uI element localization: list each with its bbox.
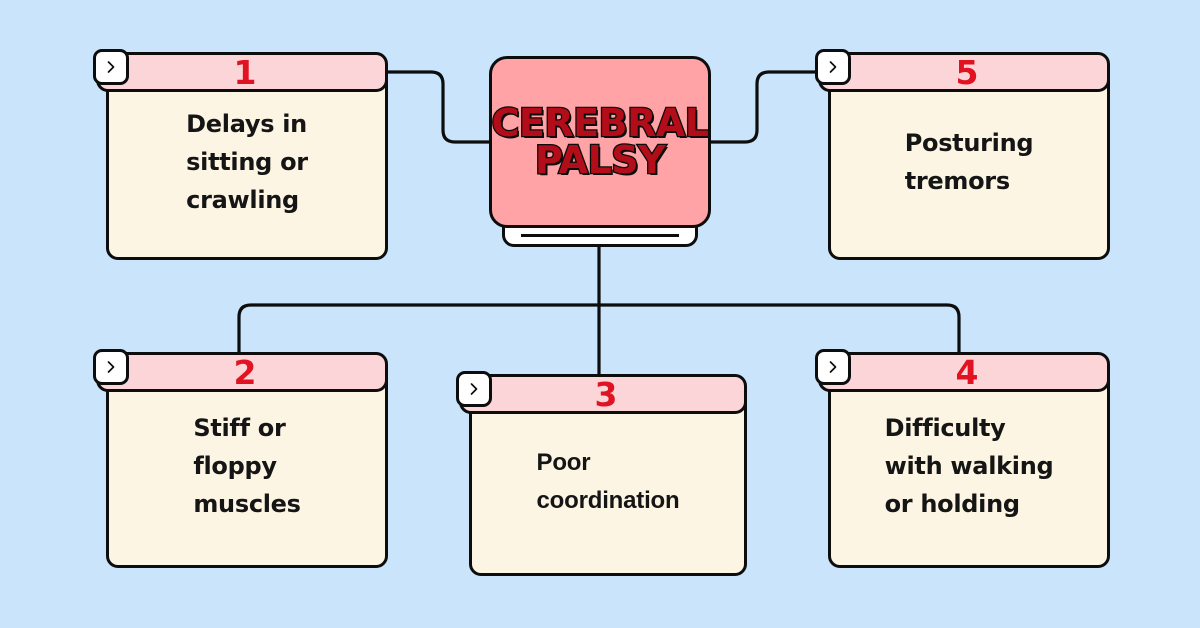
central-node-box[interactable]: CEREBRAL PALSY (489, 56, 711, 228)
connector-junction-to-card-4 (599, 303, 961, 352)
card-2-header[interactable]: 2 (96, 352, 388, 392)
chevron-right-icon[interactable] (456, 371, 492, 407)
central-node-title: CEREBRAL PALSY (490, 100, 710, 182)
chevron-right-icon[interactable] (93, 49, 129, 85)
chevron-right-icon[interactable] (815, 49, 851, 85)
card-2-text: Stiff or floppy muscles (193, 414, 301, 518)
card-4-number: 4 (955, 352, 979, 392)
card-1[interactable]: Delays in sitting or crawling 1 (93, 49, 388, 260)
card-3-text: Poor coordination (536, 449, 680, 514)
central-node[interactable]: CEREBRAL PALSY (489, 56, 711, 247)
central-node-base-line (521, 234, 679, 237)
card-2-body: Stiff or floppy muscles (106, 370, 388, 568)
card-5-text: Posturing tremors (904, 129, 1034, 195)
chevron-right-icon[interactable] (815, 349, 851, 385)
card-1-text: Delays in sitting or crawling (186, 110, 308, 214)
card-3-header[interactable]: 3 (459, 374, 747, 414)
connector-junction-to-card-2 (237, 303, 599, 352)
card-4-text: Difficulty with walking or holding (884, 414, 1054, 518)
card-1-number: 1 (233, 52, 257, 92)
card-5-header[interactable]: 5 (818, 52, 1110, 92)
card-3[interactable]: Poor coordination 3 (456, 371, 747, 576)
card-4[interactable]: Difficulty with walking or holding 4 (815, 349, 1110, 568)
chevron-right-icon[interactable] (93, 349, 129, 385)
card-4-header[interactable]: 4 (818, 352, 1110, 392)
card-1-body: Delays in sitting or crawling (106, 70, 388, 260)
card-2[interactable]: Stiff or floppy muscles 2 (93, 349, 388, 568)
card-3-body: Poor coordination (469, 392, 747, 576)
connector-hub-to-card-1 (385, 70, 489, 144)
card-5-body: Posturing tremors (828, 70, 1110, 260)
card-5[interactable]: Posturing tremors 5 (815, 49, 1110, 260)
card-2-number: 2 (233, 352, 257, 392)
card-4-body: Difficulty with walking or holding (828, 370, 1110, 568)
card-5-number: 5 (955, 52, 979, 92)
card-1-header[interactable]: 1 (96, 52, 388, 92)
card-3-number: 3 (594, 374, 618, 414)
connector-hub-to-card-5 (711, 70, 815, 144)
